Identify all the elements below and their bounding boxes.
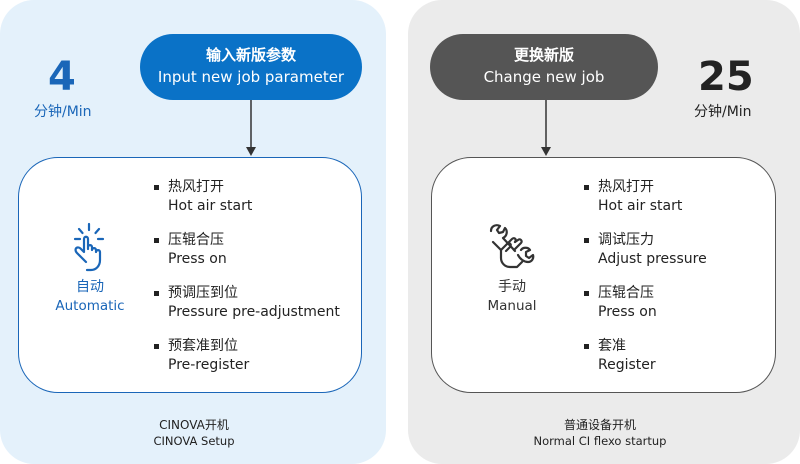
step-label-zh: 压辊合压: [168, 232, 224, 248]
caption-en: CINOVA Setup: [153, 434, 235, 448]
list-item: 调试压力 Adjust pressure: [584, 231, 707, 284]
automatic-label-en: Automatic: [55, 298, 125, 314]
wrench-hand-icon: [489, 224, 535, 269]
cinova-setup-caption: CINOVA开机 CINOVA Setup: [104, 417, 284, 449]
pill-label-zh: 更换新版: [513, 46, 574, 64]
change-new-job-pill: 更换新版 Change new job: [430, 34, 658, 100]
caption-en: Normal CI flexo startup: [533, 434, 667, 448]
step-label-zh: 热风打开: [598, 179, 654, 195]
step-label-zh: 热风打开: [168, 179, 224, 195]
list-item: 预调压到位 Pressure pre-adjustment: [154, 284, 340, 337]
step-label-en: Register: [598, 357, 656, 373]
arrow-down-icon: [541, 100, 551, 156]
arrow-down-icon: [246, 100, 256, 156]
step-label-en: Pressure pre-adjustment: [168, 304, 340, 320]
step-label-en: Hot air start: [598, 198, 683, 214]
step-label-en: Press on: [168, 251, 227, 267]
automatic-label-zh: 自动: [76, 279, 104, 295]
cinova-step-list: 热风打开 Hot air start 压辊合压 Press on 预调压到位 P…: [154, 178, 340, 390]
step-label-en: Pre-register: [168, 357, 250, 373]
normal-time-unit: 分钟/Min: [694, 104, 752, 120]
caption-zh: CINOVA开机: [159, 418, 229, 432]
step-label-zh: 套准: [598, 338, 626, 354]
list-item: 热风打开 Hot air start: [584, 178, 707, 231]
caption-zh: 普通设备开机: [563, 418, 636, 432]
normal-steps-card: [431, 157, 776, 393]
pill-label-en: Change new job: [483, 68, 605, 86]
step-label-en: Adjust pressure: [598, 251, 707, 267]
cinova-steps-card: [18, 157, 362, 393]
list-item: 套准 Register: [584, 337, 707, 390]
list-item: 压辊合压 Press on: [154, 231, 340, 284]
list-item: 热风打开 Hot air start: [154, 178, 340, 231]
normal-step-list: 热风打开 Hot air start 调试压力 Adjust pressure …: [584, 178, 707, 390]
manual-label-zh: 手动: [498, 279, 526, 295]
manual-label-en: Manual: [487, 298, 537, 314]
cinova-time-value: 4: [48, 54, 76, 100]
step-label-zh: 预套准到位: [168, 338, 238, 354]
cinova-time-unit: 分钟/Min: [34, 104, 92, 120]
list-item: 预套准到位 Pre-register: [154, 337, 340, 390]
step-label-zh: 压辊合压: [598, 285, 654, 301]
list-item: 压辊合压 Press on: [584, 284, 707, 337]
normal-time-value: 25: [698, 54, 754, 100]
step-label-zh: 预调压到位: [168, 285, 238, 301]
step-label-en: Press on: [598, 304, 657, 320]
automatic-mode: 自动 Automatic: [42, 222, 138, 315]
normal-startup-caption: 普通设备开机 Normal CI flexo startup: [500, 417, 700, 449]
pill-label-zh: 输入新版参数: [205, 46, 296, 64]
input-new-job-parameter-pill: 输入新版参数 Input new job parameter: [140, 34, 362, 100]
touch-hand-icon: [73, 222, 105, 272]
pill-label-en: Input new job parameter: [157, 68, 345, 86]
step-label-zh: 调试压力: [598, 232, 654, 248]
manual-mode: 手动 Manual: [462, 222, 562, 315]
step-label-en: Hot air start: [168, 198, 253, 214]
